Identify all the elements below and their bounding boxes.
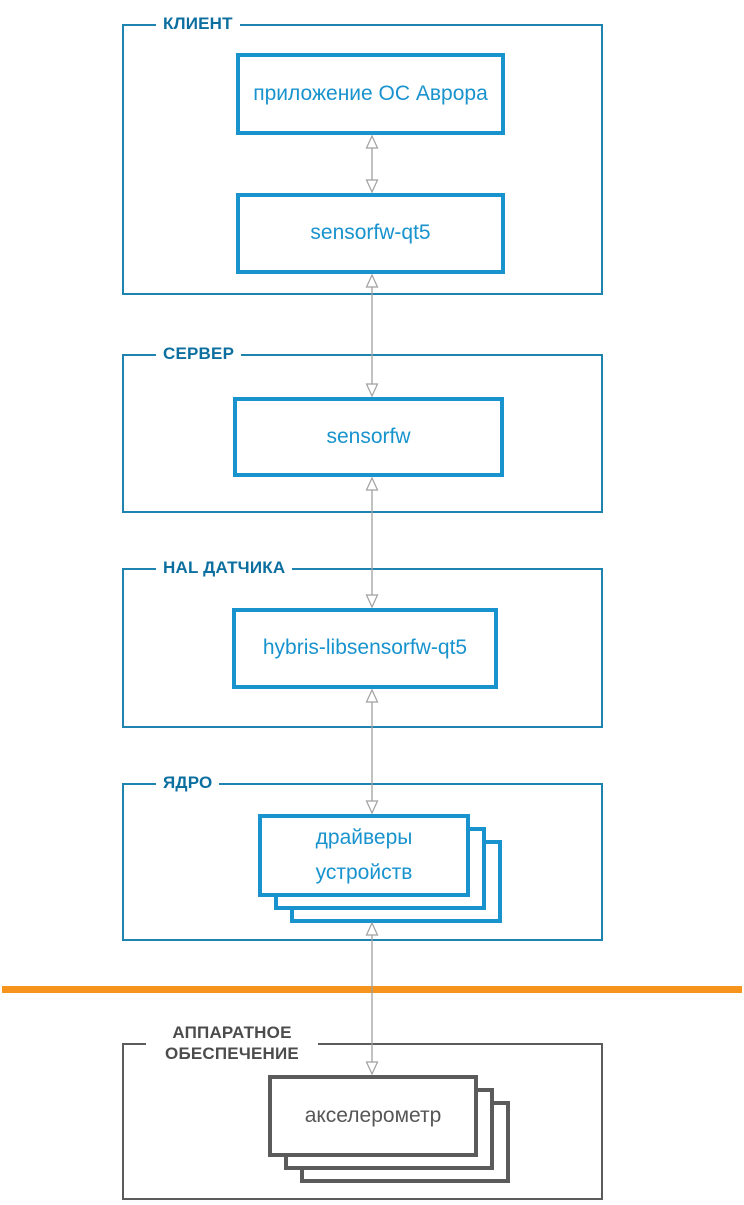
node-accelerometer: акселерометр	[268, 1075, 478, 1157]
group-sensor-hal-title: HAL ДАТЧИКА	[156, 558, 293, 578]
node-aurora-app-label: приложение ОС Аврора	[253, 81, 488, 105]
group-hardware	[122, 1043, 603, 1200]
group-client	[122, 24, 603, 295]
node-sensorfw: sensorfw	[233, 397, 504, 477]
node-hybris-libsensorfw-qt5: hybris-libsensorfw-qt5	[232, 608, 498, 689]
arrow-drivers-accelerometer	[364, 922, 380, 1075]
node-device-drivers: драйверы устройств	[258, 814, 470, 897]
node-hybris-libsensorfw-qt5-label: hybris-libsensorfw-qt5	[262, 636, 468, 660]
group-sensor-hal	[122, 568, 603, 728]
node-sensorfw-qt5: sensorfw-qt5	[236, 193, 505, 274]
arrow-sensorfwqt5-sensorfw	[364, 274, 380, 397]
node-device-drivers-label: драйверы устройств	[315, 825, 413, 884]
arrow-hybris-drivers	[364, 689, 380, 814]
arrow-sensorfw-hybris	[364, 477, 380, 608]
group-server-title: СЕРВЕР	[156, 344, 242, 364]
group-kernel-title: ЯДРО	[156, 773, 220, 793]
node-aurora-app: приложение ОС Аврора	[236, 53, 505, 135]
node-sensorfw-label: sensorfw	[326, 424, 411, 448]
group-hardware-title: АППАРАТНОЕ ОБЕСПЕЧЕНИЕ	[146, 1021, 318, 1065]
group-kernel	[122, 783, 603, 941]
group-client-title: КЛИЕНТ	[156, 14, 240, 34]
node-sensorfw-qt5-label: sensorfw-qt5	[310, 221, 431, 245]
group-server	[122, 354, 603, 513]
node-accelerometer-label: акселерометр	[304, 1103, 442, 1127]
arrow-app-sensorfwqt5	[364, 135, 380, 193]
